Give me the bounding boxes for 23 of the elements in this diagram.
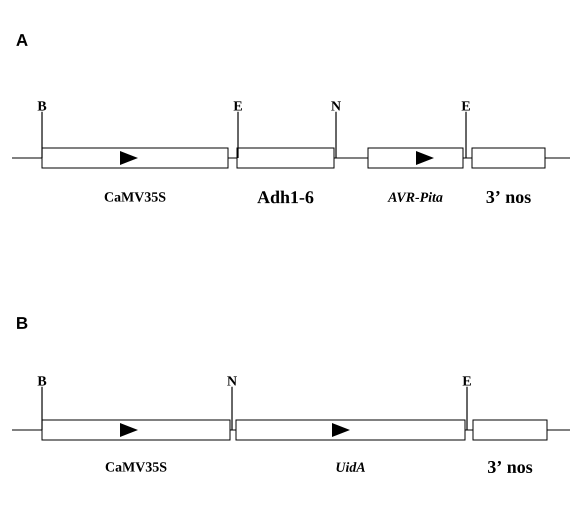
gene-label: CaMV35S — [106, 462, 166, 472]
site-tick — [41, 112, 43, 158]
site-tick — [335, 112, 337, 158]
site-tick — [231, 386, 233, 430]
gene-label: CaMV35S — [104, 192, 166, 202]
site-label: N — [331, 101, 341, 111]
gene-label: UidA — [336, 462, 366, 472]
panel-label: A — [16, 34, 28, 46]
site-label: B — [38, 376, 46, 386]
gene-label: 3’ nos — [488, 460, 532, 474]
site-tick — [465, 112, 467, 158]
gene-label: Adh1-6 — [257, 190, 314, 204]
site-tick — [41, 386, 43, 430]
site-label: E — [462, 376, 471, 386]
site-label: E — [234, 101, 242, 111]
site-tick — [237, 112, 239, 158]
gene-label: 3’ nos — [486, 190, 531, 204]
site-tick — [466, 386, 468, 430]
panel-label: B — [17, 317, 28, 329]
site-label: E — [462, 101, 470, 111]
gene-label: AVR-Pita — [387, 192, 443, 202]
site-label: N — [227, 376, 237, 386]
site-label: B — [38, 101, 46, 111]
